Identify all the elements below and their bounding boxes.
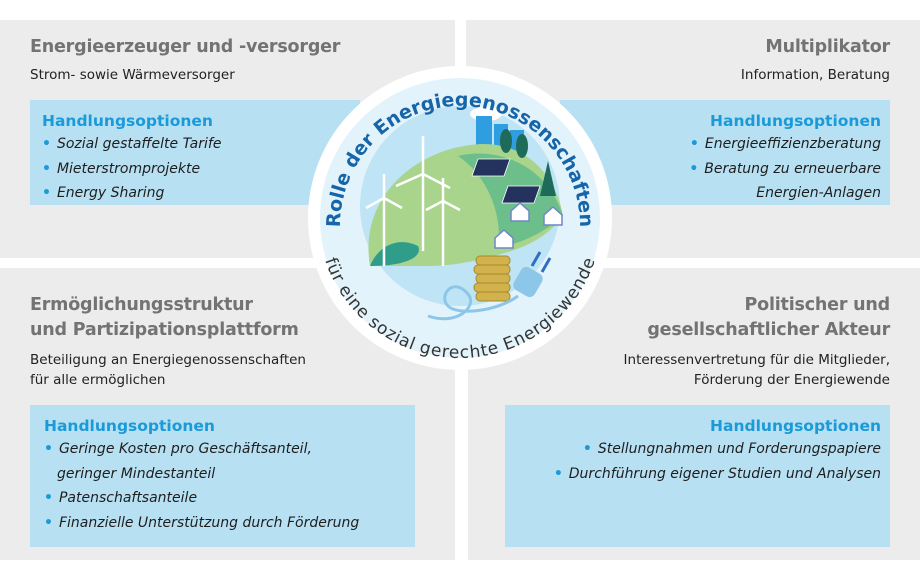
cable [427,285,519,321]
option-item: •Geringe Kosten pro Geschäftsanteil, [44,441,312,457]
option-item: •Durchführung eigener Studien und Analys… [553,465,881,482]
option-item: •Stellungnahmen und Forderungspapiere [582,441,881,457]
bullet-icon: • [44,490,53,506]
solar-panel-icon [471,158,541,204]
option-item: •Energieeffizienzberatung [689,136,881,152]
options-heading: Handlungsoptionen [44,417,215,435]
option-item: •Patenschaftsanteile [44,490,198,506]
options-heading: Handlungsoptionen [710,112,881,130]
bullet-icon: • [689,136,699,152]
bullet-icon: • [42,160,51,177]
bullet-icon: • [42,185,51,201]
options-heading: Handlungsoptionen [42,112,213,130]
bullet-icon: • [44,441,53,457]
bullet-icon: • [44,514,53,531]
option-item-continued: geringer Mindestanteil [57,465,216,482]
option-item: •Sozial gestaffelte Tarife [42,136,222,152]
center-emblem: Rolle der Energiegenossenschaften für ei… [308,66,612,370]
quadrant-title: Multiplikator [765,37,890,57]
option-item: •Finanzielle Unterstützung durch Förderu… [44,514,360,531]
quadrant-description: Interessenvertretung für die Mitglieder,… [623,352,890,388]
quadrant-title: Energieerzeuger und -versorger [30,37,341,57]
quadrant-description: Strom- sowie Wärmeversorger [30,67,235,83]
options-box: Handlungsoptionen •Stellungnahmen und Fo… [505,405,890,547]
option-item: •Beratung zu erneuerbare [689,160,881,177]
options-heading: Handlungsoptionen [710,417,881,435]
option-item: •Energy Sharing [42,185,165,201]
tree-icon [500,129,556,196]
bullet-icon: • [42,136,51,152]
house-icon [494,201,563,249]
landscape-illustration [360,106,563,321]
option-item-continued: Energien-Anlagen [756,185,881,201]
options-box: Handlungsoptionen •Geringe Kosten pro Ge… [30,405,415,547]
bullet-icon: • [582,441,592,457]
option-item: •Mieterstromprojekte [42,160,201,177]
plug-icon [513,251,552,298]
options-box: Handlungsoptionen •Energieeffizienzberat… [560,100,890,205]
bullet-icon: • [689,160,699,177]
quadrant-description: Information, Beratung [740,67,890,83]
coins-icon [473,255,511,302]
options-box: Handlungsoptionen •Sozial gestaffelte Ta… [30,100,360,205]
bush-icon [370,242,419,266]
wind-turbine-icon [365,136,461,266]
bullet-icon: • [553,465,563,482]
